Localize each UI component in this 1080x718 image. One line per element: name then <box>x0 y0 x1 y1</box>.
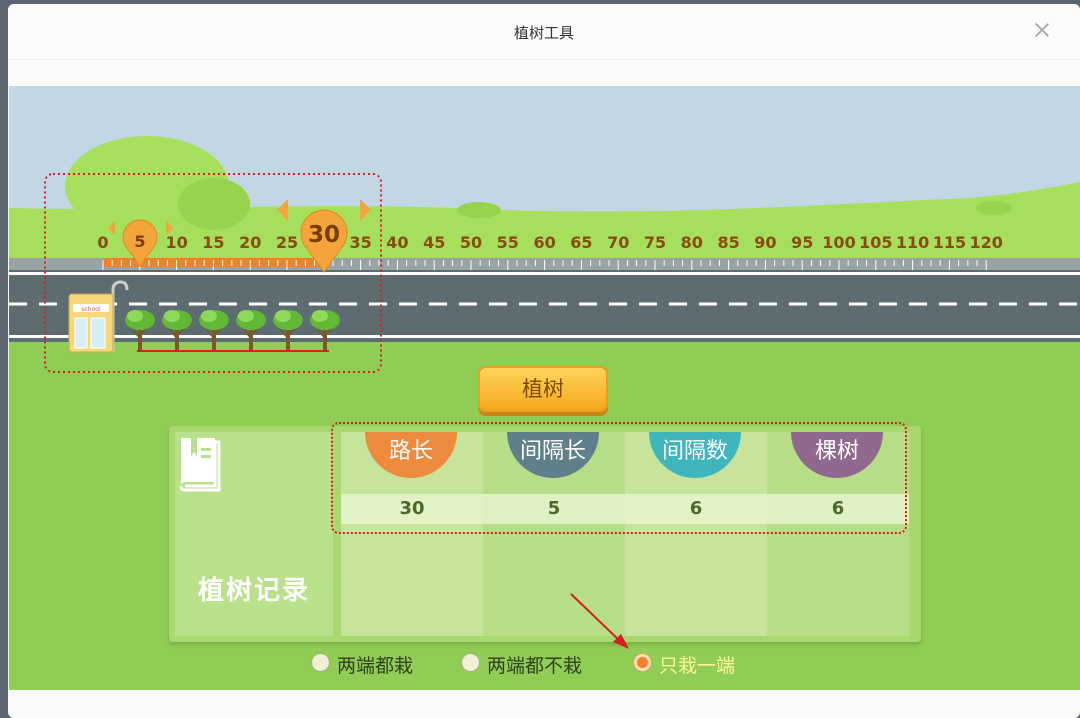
ruler-tick-label: 80 <box>681 233 703 252</box>
close-icon[interactable] <box>1032 20 1052 40</box>
school-sign: school <box>81 306 101 313</box>
ruler-tick-label: 105 <box>859 233 892 252</box>
road <box>9 270 1080 342</box>
slider-right-arrow[interactable] <box>360 199 371 221</box>
ruler-tick-label: 0 <box>97 233 108 252</box>
school-building-icon: school <box>68 280 129 353</box>
planting-scene: 0510152025303540455055606570758085909510… <box>9 86 1080 690</box>
ruler-tick-label: 100 <box>822 233 855 252</box>
column-interval-count: 间隔数 6 <box>625 432 767 636</box>
title-bar: 植树工具 <box>8 4 1080 60</box>
ruler-tick-label: 75 <box>644 233 666 252</box>
planting-mode-group: 两端都栽 两端都不栽 只栽一端 <box>9 648 1080 678</box>
mode-label: 两端都栽 <box>337 655 414 677</box>
ruler-tick-label: 110 <box>896 233 929 252</box>
radio-button-selected[interactable] <box>633 653 652 672</box>
ruler-tick-label: 85 <box>717 233 739 252</box>
tree-icon <box>236 310 266 350</box>
dialog-title: 植树工具 <box>513 24 574 42</box>
ruler-tick-label: 90 <box>754 233 776 252</box>
length-marker-label: 30 <box>308 222 340 248</box>
length-slider[interactable]: 30 <box>277 199 371 273</box>
ruler-tick-label: 70 <box>607 233 629 252</box>
ruler-labels: 0510152025303540455055606570758085909510… <box>97 233 1002 252</box>
ruler-tick-label: 15 <box>202 233 224 252</box>
ruler-tick-label: 25 <box>276 233 298 252</box>
slider-left-arrow[interactable] <box>108 221 115 235</box>
interval-slider[interactable]: 5 <box>108 219 173 267</box>
highlight-road-area <box>44 173 382 373</box>
ruler-tick-label: 65 <box>570 233 592 252</box>
ruler-tick-label: 95 <box>791 233 813 252</box>
ruler-tick-label: 55 <box>497 233 519 252</box>
radio-button[interactable] <box>461 653 480 672</box>
record-side: 植树记录 <box>175 432 333 636</box>
tree-icon <box>310 310 340 350</box>
ruler-tick-label: 35 <box>349 233 371 252</box>
ruler-tick-label: 60 <box>533 233 555 252</box>
mode-label: 只栽一端 <box>659 655 736 677</box>
tree-row <box>125 310 340 350</box>
ruler-tick-label: 40 <box>386 233 408 252</box>
hill <box>178 178 250 230</box>
bush <box>457 202 501 218</box>
book-icon <box>179 438 221 492</box>
ruler-tick-label: 115 <box>933 233 966 252</box>
value-tree-count: 6 <box>767 494 909 524</box>
value-road-length: 30 <box>341 494 483 524</box>
interval-marker-pin[interactable] <box>122 219 158 267</box>
tree-icon <box>273 310 303 350</box>
ruler-tick-label: 50 <box>460 233 482 252</box>
plant-button[interactable]: 植树 <box>478 366 608 412</box>
ruler-tick-label: 20 <box>239 233 261 252</box>
column-road-length: 路长 30 <box>341 432 483 636</box>
tree-icon <box>162 310 192 350</box>
length-marker-pin[interactable] <box>300 209 348 273</box>
bush <box>976 201 1012 215</box>
planting-tool-dialog: 植树工具 05101520253035404550556065707580859… <box>8 4 1080 718</box>
record-label: 植树记录 <box>197 576 310 606</box>
column-tree-count: 棵树 6 <box>767 432 909 636</box>
tree-icon <box>125 310 155 350</box>
ruler-ticks <box>102 260 987 270</box>
slider-right-arrow[interactable] <box>166 221 173 235</box>
tree-icon <box>199 310 229 350</box>
slider-left-arrow[interactable] <box>277 199 288 221</box>
value-interval-length: 5 <box>483 494 625 524</box>
record-panel: 植树记录 路长 30 间隔长 5 间隔数 6 棵树 6 <box>169 426 921 642</box>
road-edge-line <box>9 335 1080 338</box>
radio-button[interactable] <box>311 653 330 672</box>
road-length-highlight <box>103 258 325 267</box>
road-edge-line <box>9 272 1080 275</box>
ruler-tick-label: 10 <box>165 233 187 252</box>
value-interval-count: 6 <box>625 494 767 524</box>
interval-marker-label: 5 <box>134 232 145 251</box>
mode-label: 两端都不栽 <box>487 655 583 677</box>
highlight-record-values <box>331 422 907 534</box>
ruler-tick-label: 120 <box>969 233 1002 252</box>
ruler-tick-label: 45 <box>423 233 445 252</box>
